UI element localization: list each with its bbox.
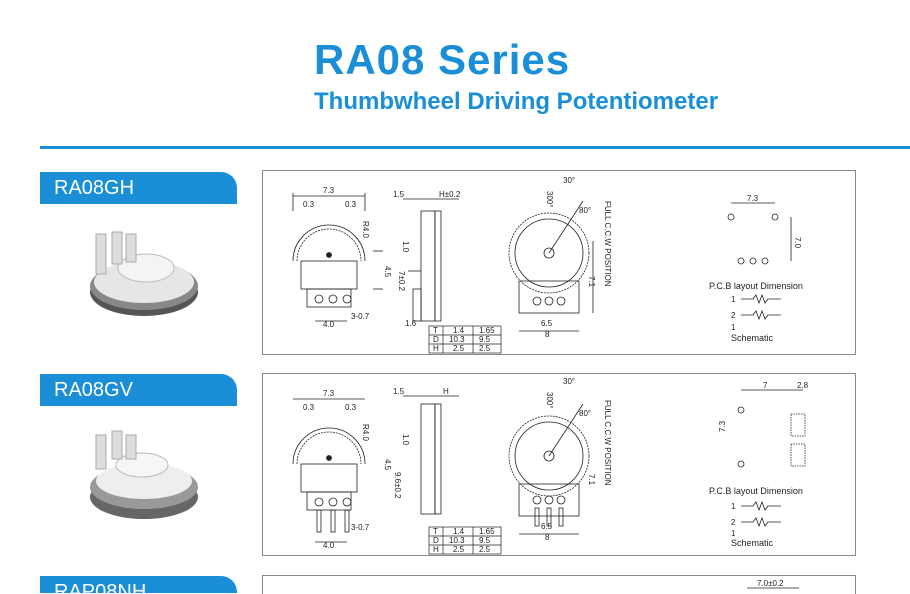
dim-b2: 6.5 [541, 522, 553, 531]
angle-3: 300° [545, 392, 554, 409]
pin-label: 1 [731, 502, 736, 511]
dim-thickness: 1.5 [393, 190, 405, 199]
drawing-panel-rap08nh: 7.0±0.2 [262, 575, 856, 594]
dim-b2: 6.5 [541, 319, 553, 328]
table-cell: T [433, 527, 438, 536]
pcb-dim-1: 7.3 [747, 194, 759, 203]
table-cell: H [433, 545, 439, 554]
table-cell: D [433, 335, 439, 344]
pcb-dim-3: 7.3 [718, 420, 727, 432]
dim-pitch: 3-0.7 [351, 312, 370, 321]
pin-label: 1 [731, 323, 736, 332]
dim-b3: 8 [545, 533, 550, 542]
table-cell: H [433, 344, 439, 353]
dim-b3: 8 [545, 330, 550, 339]
table-cell: 9.5 [479, 335, 491, 344]
angle-3: 300° [545, 191, 554, 208]
section-tab-label: RAP08NH [54, 581, 147, 593]
table-cell: 2.5 [453, 344, 465, 353]
table-cell: 2.5 [479, 545, 491, 554]
dim-height: 4.5 [383, 266, 392, 278]
dim-pin-span: 4.0 [323, 541, 335, 550]
header-divider [40, 146, 910, 149]
drawing-panel-ra08gv: 7.3 0.3 0.3 R4.0 4.5 3-0.7 4.0 1.5 H 1.0… [262, 373, 856, 556]
dim-pin-span: 4.0 [323, 320, 335, 329]
angle-1: 30° [563, 377, 575, 386]
dim-b1: 7.1 [587, 474, 596, 486]
dim-shaft: 1.0 [401, 434, 410, 446]
section-tab-ra08gh: RA08GH [40, 172, 237, 204]
pcb-layout-label: P.C.B layout Dimension [709, 486, 803, 496]
product-photo-ra08gv [90, 430, 198, 519]
dim-radius: R4.0 [361, 424, 370, 441]
section-tab-rap08nh: RAP08NH [40, 576, 237, 593]
dim-h: H±0.2 [439, 190, 461, 199]
dim-lead: 1.6 [405, 319, 417, 328]
dim-body: 7±0.2 [397, 271, 406, 292]
page-title: RA08 Series [314, 36, 571, 83]
table-cell: 9.5 [479, 536, 491, 545]
table-cell: 10.3 [449, 536, 465, 545]
dim-b1: 7.1 [587, 276, 596, 288]
pcb-dim-2: 2.8 [797, 381, 809, 390]
dim-pad-left: 0.3 [303, 403, 315, 412]
dim-h: H [443, 387, 449, 396]
dim-width: 7.3 [323, 186, 335, 195]
ccw-label: FULL C.C.W POSITION [603, 400, 612, 486]
pin-label: 1 [731, 529, 736, 538]
dim-width: 7.3 [323, 389, 335, 398]
table-cell: 1.4 [453, 527, 465, 536]
table-cell: 2.5 [479, 344, 491, 353]
dim-pitch: 3-0.7 [351, 523, 370, 532]
pcb-layout-label: P.C.B layout Dimension [709, 281, 803, 291]
section-tab-ra08gv: RA08GV [40, 374, 237, 406]
dim-shaft: 1.0 [401, 241, 410, 253]
table-cell: 2.5 [453, 545, 465, 554]
dim-thickness: 1.5 [393, 387, 405, 396]
pin-label: 2 [731, 311, 736, 320]
dim-top: 7.0±0.2 [757, 579, 784, 588]
table-cell: T [433, 326, 438, 335]
ccw-label: FULL C.C.W POSITION [603, 201, 612, 287]
dim-pad-right: 0.3 [345, 200, 357, 209]
product-photo-ra08gh [90, 231, 198, 316]
table-cell: D [433, 536, 439, 545]
table-cell: 1.4 [453, 326, 465, 335]
schematic-label: Schematic [731, 538, 774, 548]
pcb-dim-2: 7.0 [793, 237, 802, 249]
table-cell: 1.65 [479, 326, 495, 335]
dim-height: 4.5 [383, 459, 392, 471]
table-cell: 1.65 [479, 527, 495, 536]
page-subtitle: Thumbwheel Driving Potentiometer [314, 88, 719, 115]
drawing-panel-ra08gh: 7.3 0.3 0.3 R4.0 4.5 3-0.7 4.0 1.5 H±0.2… [262, 170, 856, 355]
dim-radius: R4.0 [361, 221, 370, 238]
pcb-dim-1: 7 [763, 381, 768, 390]
angle-1: 30° [563, 176, 575, 185]
angle-2: 80° [579, 409, 591, 418]
pin-label: 2 [731, 518, 736, 527]
table-cell: 10.3 [449, 335, 465, 344]
dim-pad-left: 0.3 [303, 200, 315, 209]
pin-label: 1 [731, 295, 736, 304]
dim-pad-right: 0.3 [345, 403, 357, 412]
angle-2: 80° [579, 206, 591, 215]
dim-body: 9.6±0.2 [393, 472, 402, 499]
schematic-label: Schematic [731, 333, 774, 343]
